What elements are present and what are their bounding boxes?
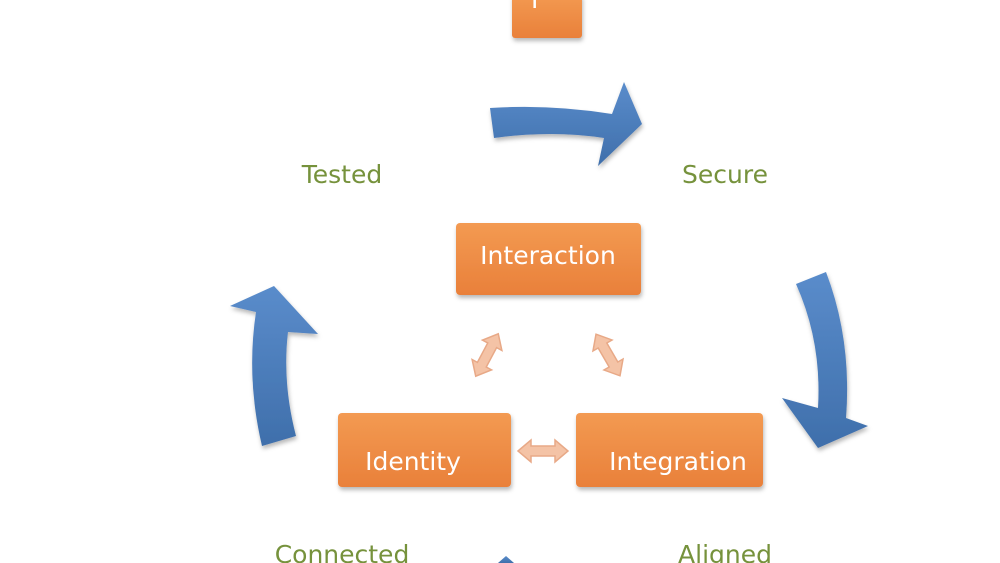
cycle-arrow-right-icon <box>782 272 868 448</box>
cycle-arrow-bottom-icon <box>498 556 514 563</box>
connector-identity-integration-icon <box>516 438 570 464</box>
node-integration-label: Integration <box>609 447 747 476</box>
label-aligned: Aligned <box>678 540 772 563</box>
cycle-arrow-left-icon <box>230 286 318 446</box>
label-connected: Connected <box>275 540 410 563</box>
node-interaction-label: Interaction <box>480 241 616 270</box>
label-secure: Secure <box>682 160 768 189</box>
cycle-arrow-top-icon <box>490 82 642 166</box>
top-box: I <box>512 0 582 38</box>
node-integration: Integration <box>576 413 763 487</box>
node-identity-label: Identity <box>365 447 461 476</box>
top-box-label: I <box>531 0 538 14</box>
node-interaction: Interaction <box>456 223 641 295</box>
node-identity: Identity <box>338 413 511 487</box>
connector-identity-interaction-icon <box>471 332 503 378</box>
connector-interaction-integration-icon <box>591 333 625 377</box>
label-tested: Tested <box>301 160 382 189</box>
